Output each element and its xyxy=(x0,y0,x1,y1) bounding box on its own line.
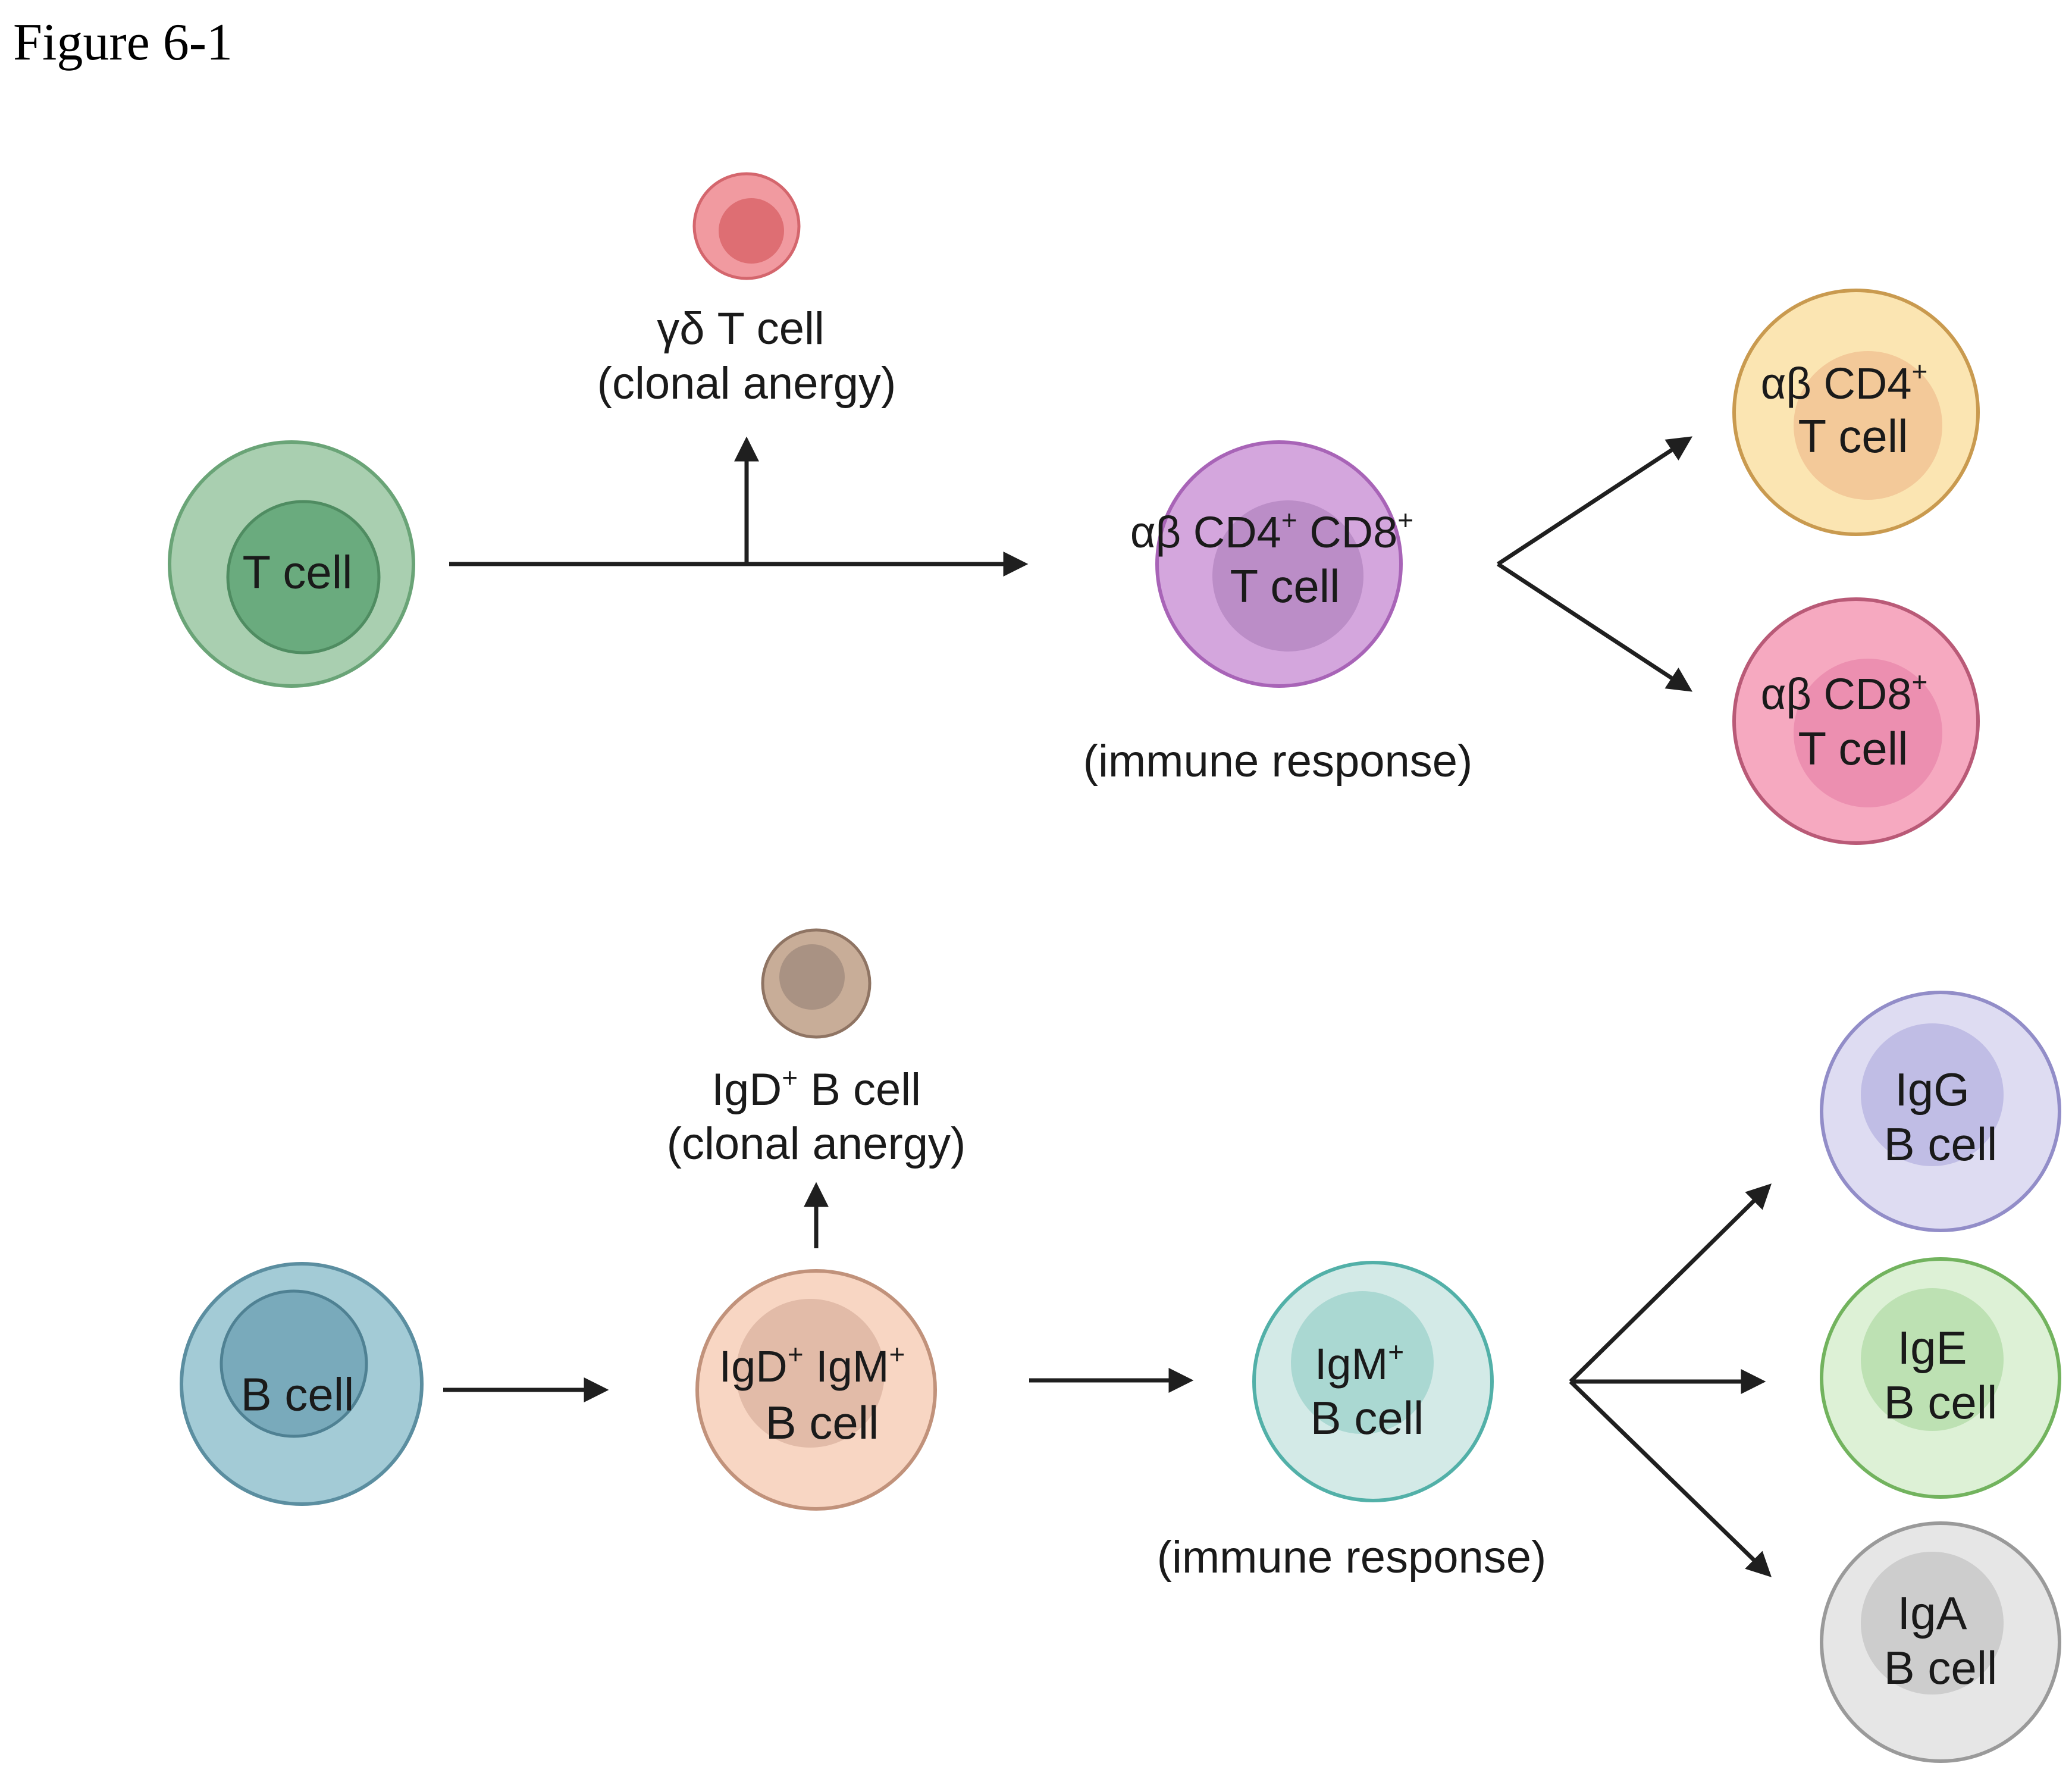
igg-label-line1: IgG xyxy=(1895,1063,1970,1116)
b-split-arrow-down xyxy=(1569,1380,1772,1577)
igm-label-prefix: IgM xyxy=(1315,1339,1388,1389)
double-positive-label-line1: αβ CD4+ CD8+ xyxy=(1130,505,1413,557)
igd-igm-b-cell: IgD+ IgM+ B cell xyxy=(695,1269,937,1511)
cd8-label-prefix: αβ CD8 xyxy=(1761,669,1912,719)
igm-b-cell: IgM+ B cell (immune response) xyxy=(1157,1261,1547,1583)
cd4-t-cell: αβ CD4+ T cell xyxy=(1732,289,1980,536)
cd8-label-sup: + xyxy=(1912,666,1928,697)
gamma-delta-nucleus xyxy=(719,198,784,264)
igd-igm-label-line2: B cell xyxy=(766,1396,879,1449)
igg-label-line2: B cell xyxy=(1884,1118,1998,1170)
cd8-label-line1: αβ CD8+ xyxy=(1761,666,1928,719)
double-positive-sup1: + xyxy=(1281,505,1297,535)
cd8-label-line2: T cell xyxy=(1798,722,1908,775)
double-positive-cd4: αβ CD4 xyxy=(1130,508,1281,557)
t-cell-label: T cell xyxy=(243,546,353,599)
cd4-nucleus xyxy=(1794,351,1942,500)
igd-igm-igm: IgM xyxy=(804,1342,889,1391)
igd-b-cell: IgD+ B cell (clonal anergy) xyxy=(667,928,966,1169)
b-cell-label: B cell xyxy=(241,1368,355,1421)
cd4-label-prefix: αβ CD4 xyxy=(1761,359,1912,408)
igg-nucleus xyxy=(1861,1023,2004,1166)
double-positive-t-cell: αβ CD4+ CD8+ T cell (immune response) xyxy=(1083,440,1473,787)
double-positive-label-line2: T cell xyxy=(1230,560,1340,612)
t-cell-nucleus xyxy=(226,500,381,654)
gamma-delta-caption: (clonal anergy) xyxy=(597,358,896,409)
double-positive-nucleus xyxy=(1212,500,1363,652)
iga-label-line1: IgA xyxy=(1897,1587,1967,1639)
igd-caption: (clonal anergy) xyxy=(667,1119,966,1169)
igd-igm-igd: IgD xyxy=(719,1342,788,1391)
igd-label-prefix: IgD xyxy=(711,1064,782,1115)
iga-nucleus xyxy=(1861,1552,2004,1695)
ige-nucleus xyxy=(1861,1288,2004,1431)
b-split-arrow-up xyxy=(1569,1183,1772,1383)
igd-label-suffix: B cell xyxy=(798,1064,921,1115)
cd4-label-line1: αβ CD4+ xyxy=(1761,356,1928,408)
b-cell-start: B cell xyxy=(180,1262,424,1506)
t-cell-start: T cell xyxy=(168,440,415,688)
igd-nucleus xyxy=(779,944,845,1010)
iga-b-cell: IgA B cell xyxy=(1820,1521,2061,1763)
t-immune-response-caption: (immune response) xyxy=(1083,736,1473,787)
igg-b-cell: IgG B cell xyxy=(1820,991,2061,1232)
cd8-t-cell: αβ CD8+ T cell xyxy=(1732,597,1980,845)
cd4-label-line2: T cell xyxy=(1798,410,1908,462)
igd-label-line1: IgD+ B cell xyxy=(711,1062,921,1115)
b-immune-response-caption: (immune response) xyxy=(1157,1532,1547,1583)
gamma-delta-t-cell: γδ T cell (clonal anergy) xyxy=(597,172,896,409)
igd-igm-sup2: + xyxy=(889,1339,905,1370)
igd-igm-label-line1: IgD+ IgM+ xyxy=(719,1339,905,1391)
igm-label-line2: B cell xyxy=(1311,1392,1424,1444)
t-split-arrow-up xyxy=(1497,436,1693,566)
igd-igm-sup1: + xyxy=(788,1339,804,1370)
igd-label-sup: + xyxy=(782,1062,798,1093)
ige-label-line2: B cell xyxy=(1884,1376,1998,1429)
igm-nucleus xyxy=(1291,1291,1434,1434)
cd4-label-sup: + xyxy=(1912,356,1928,387)
gamma-delta-label: γδ T cell xyxy=(657,303,825,354)
ige-label-line1: IgE xyxy=(1897,1321,1967,1374)
igm-label-line1: IgM+ xyxy=(1315,1336,1404,1389)
igd-igm-nucleus xyxy=(736,1299,885,1448)
b-cell-nucleus xyxy=(220,1289,368,1438)
double-positive-cd8: CD8 xyxy=(1297,508,1398,557)
iga-label-line2: B cell xyxy=(1884,1642,1998,1694)
cd8-nucleus xyxy=(1794,659,1942,807)
figure-title: Figure 6-1 xyxy=(13,14,233,71)
t-split-arrow-down xyxy=(1497,562,1693,692)
igm-label-sup: + xyxy=(1388,1336,1404,1367)
double-positive-sup2: + xyxy=(1397,505,1413,535)
ige-b-cell: IgE B cell xyxy=(1820,1257,2061,1499)
